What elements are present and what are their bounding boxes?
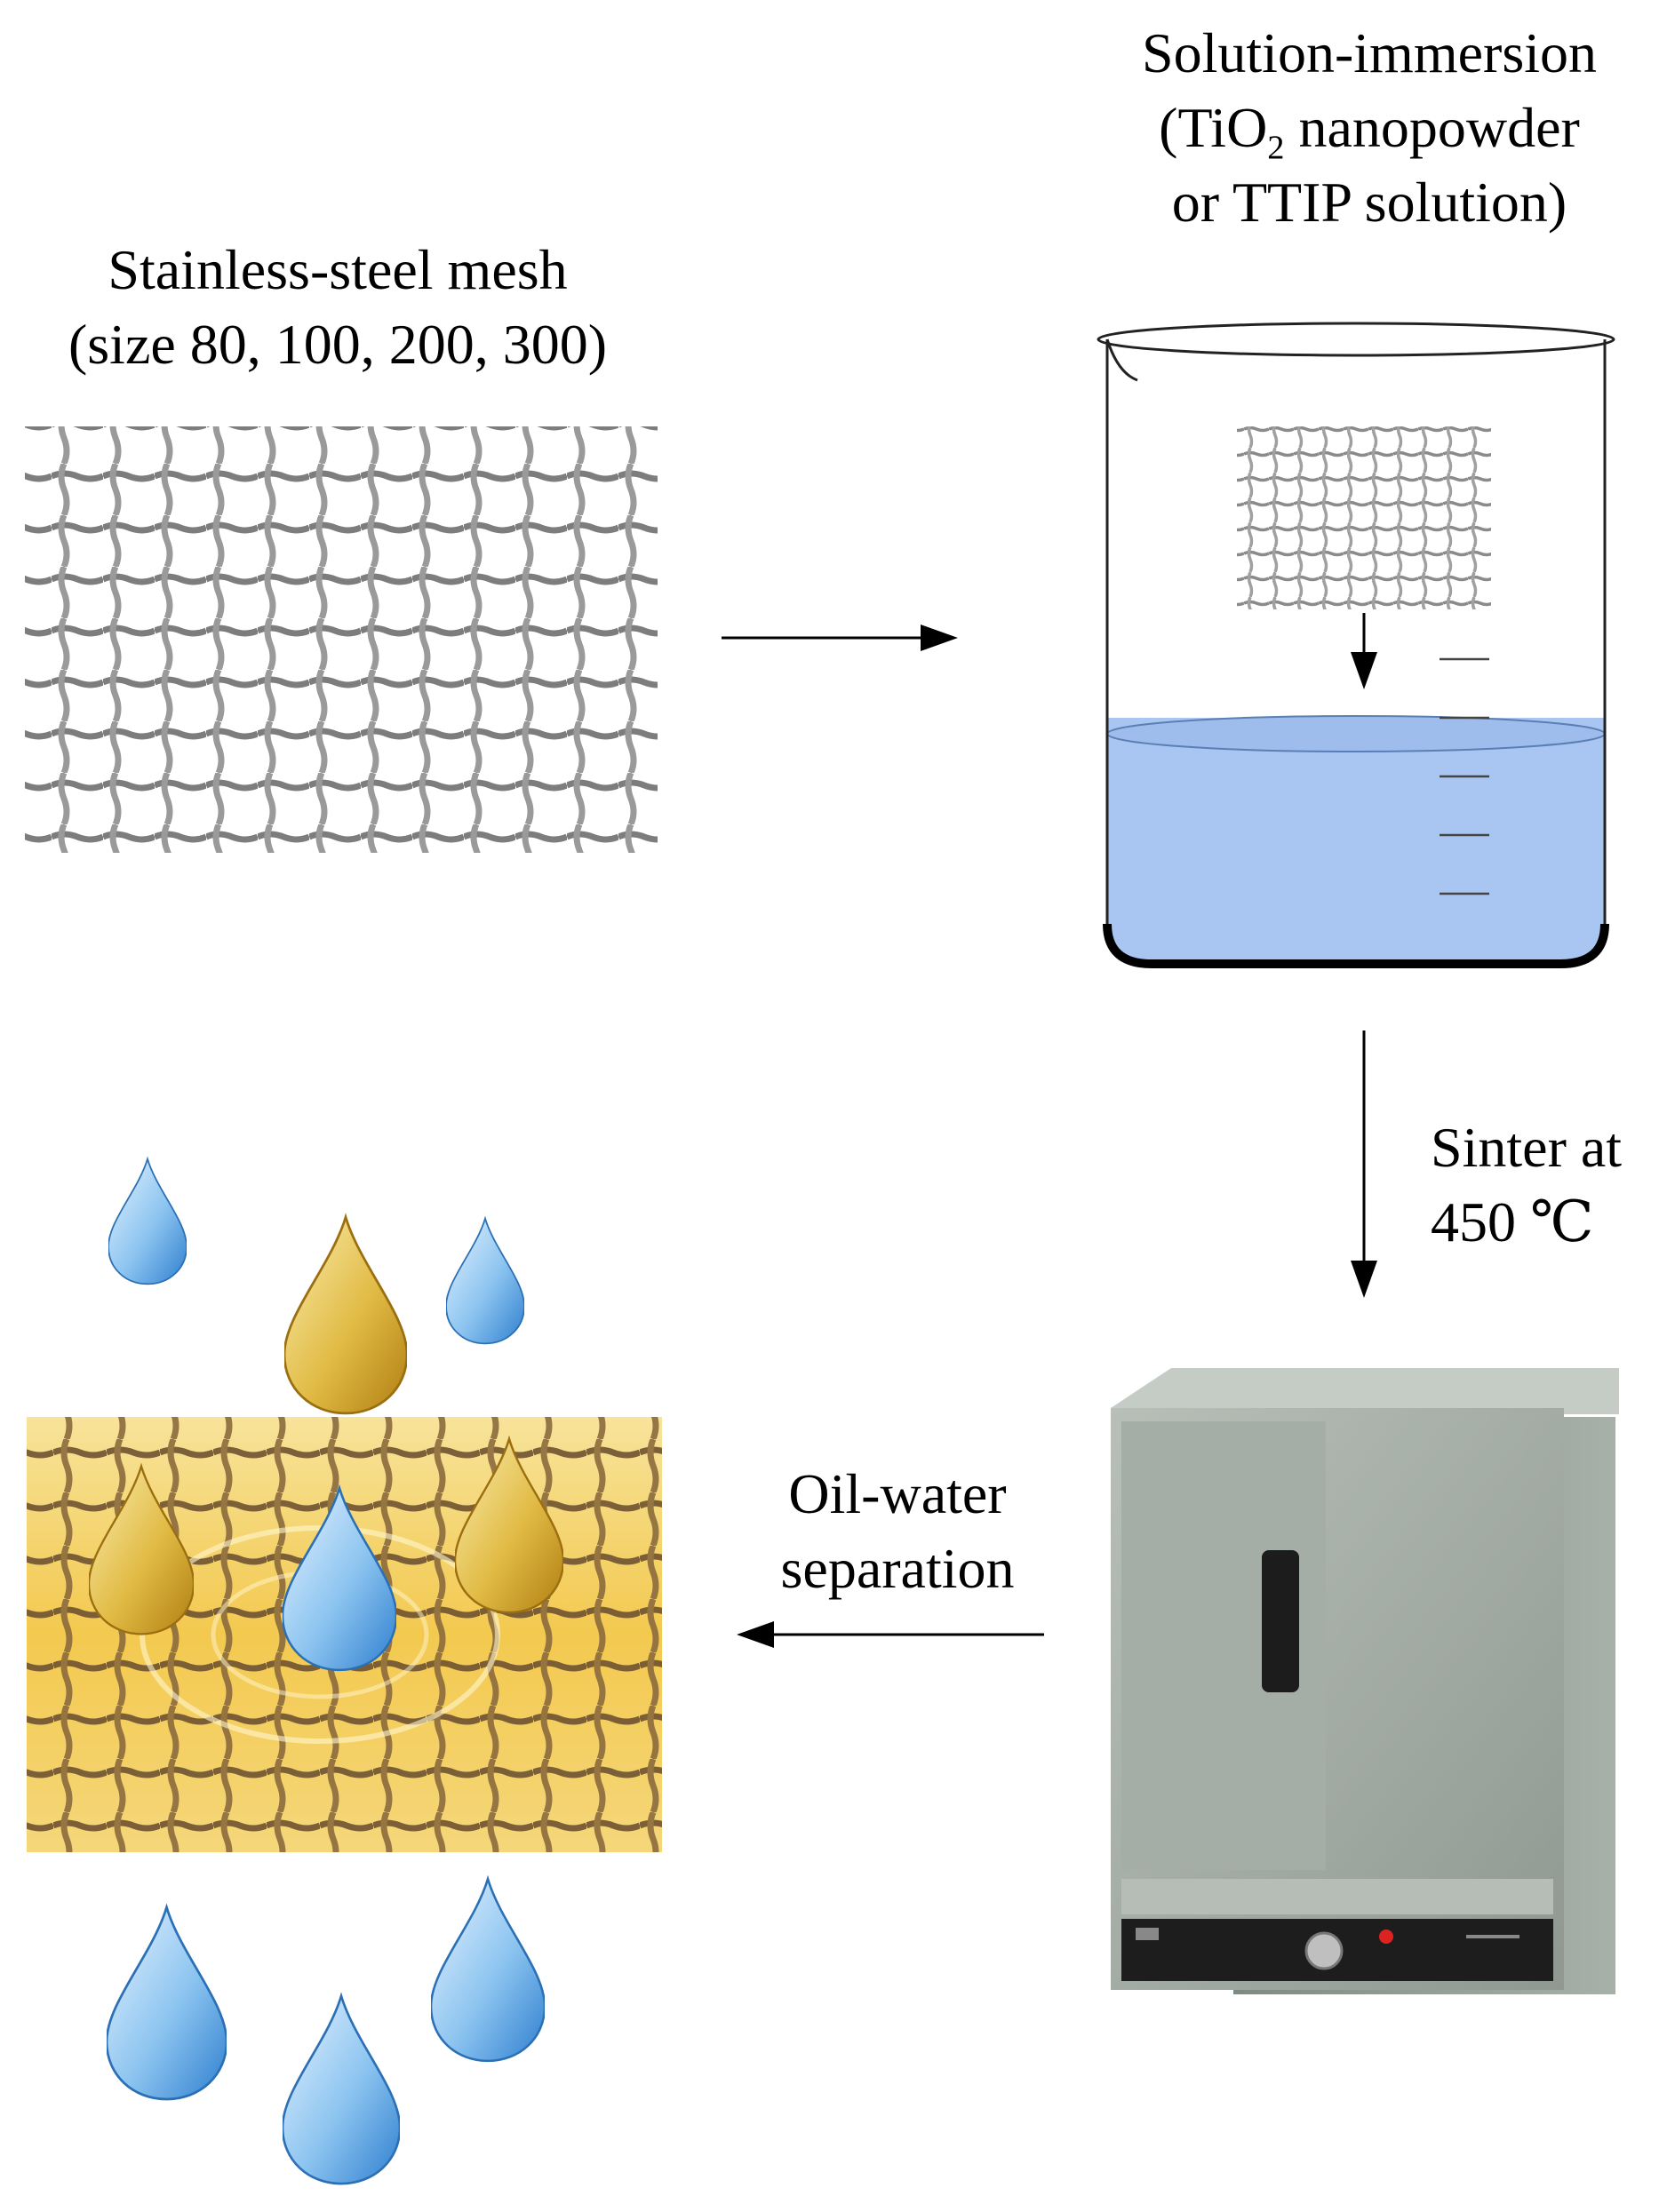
separation-label-line1: Oil-water bbox=[751, 1457, 1044, 1532]
water-drop-icon bbox=[108, 1159, 187, 1285]
immersion-text-pre: (TiO bbox=[1159, 96, 1267, 159]
water-drop-icon bbox=[431, 1879, 545, 2061]
mesh-label-line1: Stainless-steel mesh bbox=[18, 233, 658, 307]
immersion-label-line2: (TiO2 nanopowder bbox=[1080, 91, 1659, 165]
separation-label: Oil-water separation bbox=[751, 1457, 1044, 1606]
sinter-label-line1: Sinter at bbox=[1431, 1110, 1659, 1185]
oil-drop-icon bbox=[284, 1217, 407, 1413]
stainless-steel-mesh-icon bbox=[25, 426, 658, 853]
beaker-with-solution-icon bbox=[1098, 323, 1614, 964]
mesh-label-line2: (size 80, 100, 200, 300) bbox=[18, 307, 658, 382]
immersion-label-line3: or TTIP solution) bbox=[1080, 165, 1659, 240]
oven-icon bbox=[1111, 1368, 1619, 1994]
immersion-label: Solution-immersion (TiO2 nanopowder or T… bbox=[1080, 16, 1659, 240]
immersion-label-line1: Solution-immersion bbox=[1080, 16, 1659, 91]
water-drop-icon bbox=[107, 1907, 227, 2099]
water-drop-icon bbox=[446, 1219, 524, 1344]
separation-label-line2: separation bbox=[751, 1532, 1044, 1606]
water-drop-icon bbox=[283, 1996, 400, 2184]
sinter-label: Sinter at 450 ℃ bbox=[1431, 1110, 1659, 1260]
mesh-label: Stainless-steel mesh (size 80, 100, 200,… bbox=[18, 233, 658, 382]
immersion-subscript: 2 bbox=[1267, 129, 1284, 166]
immersion-text-post: nanopowder bbox=[1285, 96, 1580, 159]
sinter-label-line2: 450 ℃ bbox=[1431, 1185, 1659, 1260]
